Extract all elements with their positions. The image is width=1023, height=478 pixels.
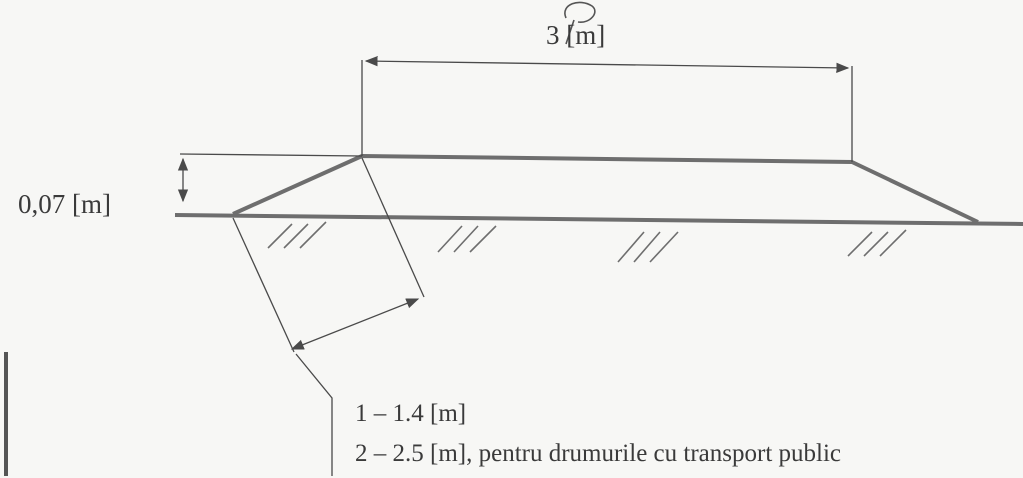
- ramp-length-dimension: [232, 157, 425, 476]
- ramp-length-label-1: 1 – 1.4 [m]: [355, 400, 466, 427]
- ground-hatching: [267, 221, 907, 263]
- width-dimension: [361, 55, 853, 162]
- hump-profile: [232, 154, 979, 224]
- width-label: 3 [m]: [546, 20, 605, 50]
- height-label: 0,07 [m]: [18, 189, 111, 219]
- ground-line: [174, 213, 1023, 226]
- height-dimension: [177, 153, 363, 203]
- scribble-mark: [564, 1, 596, 45]
- ramp-length-label-2: 2 – 2.5 [m], pentru drumurile cu transpo…: [355, 440, 841, 467]
